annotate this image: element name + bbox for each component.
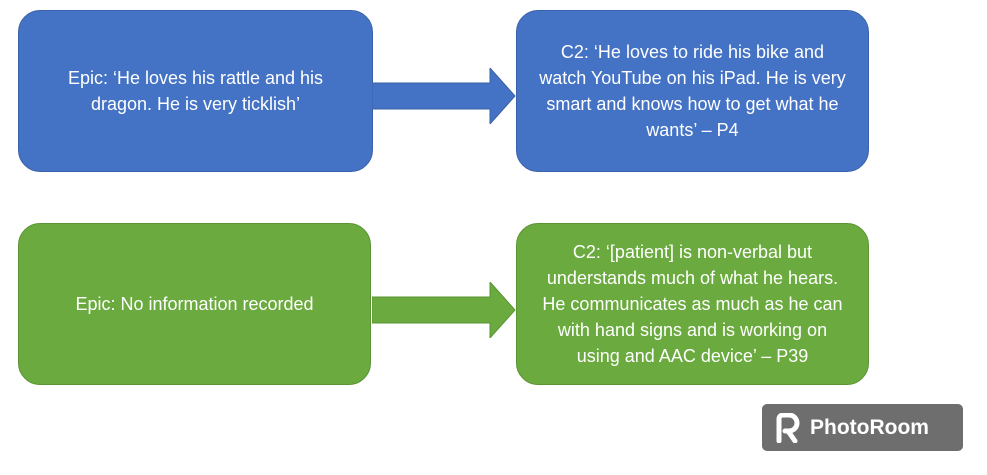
arrow-right-icon xyxy=(372,282,516,338)
c2-box-row-2: C2: ‘[patient] is non-verbal but underst… xyxy=(516,223,869,385)
c2-text-row-1: C2: ‘He loves to ride his bike and watch… xyxy=(539,42,846,140)
c2-text-row-2: C2: ‘[patient] is non-verbal but underst… xyxy=(542,242,843,366)
epic-text-row-2: Epic: No information recorded xyxy=(75,294,314,314)
photoroom-watermark: PhotoRoom xyxy=(762,404,963,451)
epic-box-row-1: Epic: ‘He loves his rattle and his drago… xyxy=(18,10,373,172)
epic-box-row-2: Epic: No information recorded xyxy=(18,223,371,385)
c2-box-row-1: C2: ‘He loves to ride his bike and watch… xyxy=(516,10,869,172)
watermark-text: PhotoRoom xyxy=(810,415,929,439)
epic-text-row-1: Epic: ‘He loves his rattle and his drago… xyxy=(67,68,324,114)
arrow-right-icon xyxy=(372,68,516,124)
photoroom-logo-icon xyxy=(776,412,800,443)
